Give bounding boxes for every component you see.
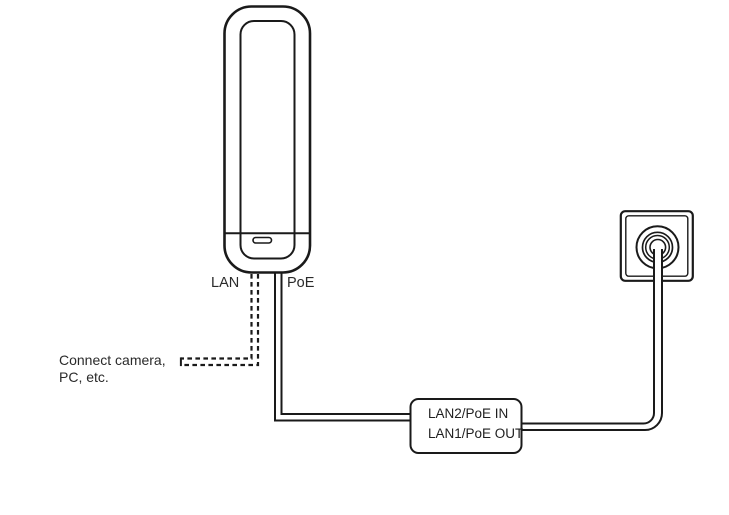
lan-cable-dashed bbox=[179, 274, 260, 367]
poe-out-port-label: LAN1/PoE OUT bbox=[428, 425, 524, 441]
poe-cable bbox=[274, 273, 411, 422]
poe-cable-outer-line bbox=[274, 273, 411, 422]
lan-port-label: LAN bbox=[211, 275, 240, 291]
poe-in-port-label: LAN2/PoE IN bbox=[428, 406, 509, 421]
poe-injector-labels: LAN2/PoE IN LAN1/PoE OUT bbox=[428, 404, 523, 443]
power-cable-white-core bbox=[523, 248, 662, 431]
power-cable-outer-line bbox=[521, 249, 663, 431]
connect-note-line1: Connect camera, bbox=[59, 352, 166, 368]
device-cable-notch bbox=[252, 236, 273, 244]
lan-cable-outer-line bbox=[181, 274, 260, 367]
poe-injector-box bbox=[409, 398, 523, 454]
poe-cable-inner-line bbox=[280, 273, 411, 415]
device-outer-shell bbox=[223, 5, 312, 274]
connect-note-line2: PC, etc. bbox=[59, 368, 109, 385]
power-cable-inner-line bbox=[521, 249, 655, 425]
poe-port-label: PoE bbox=[287, 275, 315, 291]
access-point-device bbox=[223, 5, 312, 274]
connect-note: Connect camera, PC, etc. bbox=[59, 352, 166, 385]
power-cable bbox=[521, 248, 663, 431]
lan-cable-inner-line bbox=[181, 274, 253, 360]
device-front-panel bbox=[239, 20, 296, 260]
